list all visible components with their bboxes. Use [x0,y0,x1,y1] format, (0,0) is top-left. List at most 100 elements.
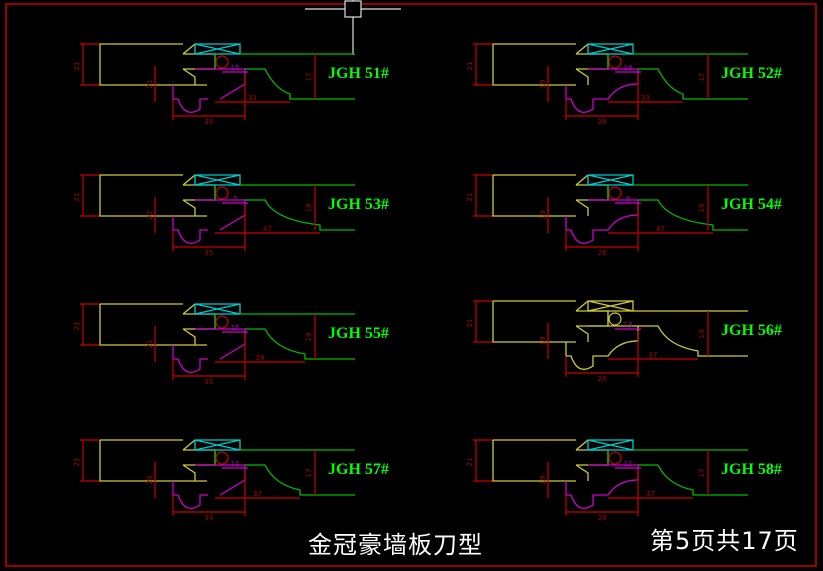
profile-label: JGH 55# [328,325,389,342]
run-dimension-label: 33 [248,94,257,102]
run-dimension-label: 47 [263,225,272,233]
left-height-label: 22 [146,211,154,220]
profile-curve [172,328,246,373]
top-dimension-label: 7 [233,195,237,203]
profile-curve [565,325,639,370]
profile-slope [245,68,355,100]
panel-height-label: 21 [73,193,81,202]
width-dimension-label: 34 [205,514,214,522]
run-dimension-label: 37 [646,490,655,498]
profiles-layer: 21 17 35 33 21 15 JGH 51# 21 17 28 33 19 18 JGH 52# 21… [73,43,782,522]
height-dimension-label: 17 [305,469,313,478]
drawing-border [5,3,817,567]
profile-label: JGH 54# [721,196,782,213]
height-dimension-label: 19 [305,204,313,213]
top-dimension-label: 18 [624,64,633,72]
profile-slope [638,199,748,231]
top-dimension-label: 11 [624,460,633,468]
seal-bead-icon [608,55,622,69]
profile-label: JGH 51# [328,65,389,82]
ucs-crosshair-icon[interactable] [305,0,401,55]
seal-bead-icon [215,186,229,200]
width-dimension-label: 35 [205,249,214,257]
profile-curve [172,464,246,509]
seal-box [194,174,241,186]
width-dimension-label: 35 [205,118,214,126]
profile-label: JGH 53# [328,196,389,213]
profile-curve [565,464,639,509]
seal-bead-icon [215,55,229,69]
run-dimension-label: 37 [649,351,658,359]
top-dimension-label: 9 [626,195,630,203]
drawing-title: 金冠豪墙板刀型 [308,531,483,559]
width-dimension-label: 28 [598,514,607,522]
profile-slope [245,328,355,360]
run-dimension-label: 39 [256,354,265,362]
profile-jgh57: 21 17 34 37 20 11 JGH 57# [73,439,389,522]
panel-height-label: 21 [466,458,474,467]
left-height-label: 20 [146,476,154,485]
panel-height-label: 21 [73,458,81,467]
profile-label: JGH 52# [721,65,782,82]
left-height-label: 19 [539,80,547,89]
run-dimension-label: 37 [253,490,262,498]
seal-box [587,300,634,312]
width-dimension-label: 28 [598,249,607,257]
page-indicator: 第5页共17页 [650,527,799,555]
left-height-label: 19 [539,337,547,346]
profile-curve [565,199,639,244]
seal-bead-icon [215,451,229,465]
seal-box [587,174,634,186]
profile-curve [172,68,246,113]
left-height-label: 21 [146,80,154,89]
height-dimension-label: 17 [698,73,706,82]
height-dimension-label: 19 [698,330,706,339]
left-height-label: 21 [146,340,154,349]
left-height-label: 19 [539,476,547,485]
seal-bead-icon [608,451,622,465]
panel-outline [492,300,576,343]
width-dimension-label: 28 [598,375,607,383]
run-dimension-label: 33 [641,94,650,102]
run-dimension-label: 47 [656,225,665,233]
height-dimension-label: 17 [698,469,706,478]
height-dimension-label: 19 [698,204,706,213]
top-dimension-label: 11 [231,460,240,468]
panel-outline [492,439,576,482]
panel-height-label: 21 [466,319,474,328]
panel-height-label: 21 [73,322,81,331]
seal-box [194,303,241,315]
profile-slope [245,199,355,231]
seal-box [194,43,241,55]
seal-box [587,43,634,55]
seal-bead-icon [608,312,622,326]
profile-jgh54: 21 19 28 47 19 9 JGH 54# [466,174,782,257]
profile-label: JGH 56# [721,322,782,339]
panel-outline [99,303,207,346]
panel-outline [99,174,207,217]
seal-bead-icon [215,315,229,329]
profile-slope [245,464,355,496]
profile-slope [638,464,748,496]
panel-height-label: 21 [466,193,474,202]
panel-outline [99,43,207,86]
profile-slope [638,325,748,357]
panel-height-label: 21 [73,62,81,71]
profile-jgh56: 21 19 28 37 19 13 JGH 56# [466,300,782,383]
top-dimension-label: 15 [231,64,240,72]
profile-label: JGH 57# [328,461,389,478]
panel-outline [99,439,207,482]
profile-label: JGH 58# [721,461,782,478]
top-dimension-label: 13 [624,321,633,329]
profile-curve [172,199,246,244]
profile-jgh53: 21 19 35 47 22 7 JGH 53# [73,174,389,257]
profile-slope [638,68,748,100]
height-dimension-label: 19 [305,333,313,342]
seal-bead-icon [608,186,622,200]
profile-curve [565,68,639,113]
left-height-label: 19 [539,211,547,220]
seal-box [194,439,241,451]
